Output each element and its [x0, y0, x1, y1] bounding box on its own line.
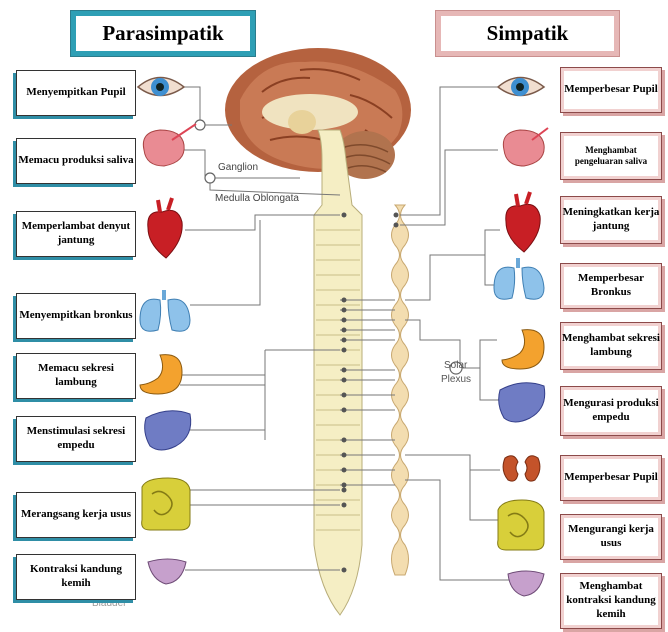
left-effect-intestine: Merangsang kerja usus	[16, 492, 136, 538]
right-effect-bronchus: Memperbesar Bronkus	[560, 263, 662, 309]
left-effect-bladder: Kontraksi kandung kemih	[16, 554, 136, 600]
solar-label: Solar	[444, 360, 468, 371]
eye-icon	[138, 78, 184, 97]
left-effect-saliva: Memacu produksi saliva	[16, 138, 136, 184]
kidney-icon	[503, 456, 540, 481]
right-effect-heart: Meningkatkan kerja jantung	[560, 196, 662, 244]
eye-icon	[498, 78, 544, 97]
right-effect-kidney: Memperbesar Pupil	[560, 455, 662, 501]
parasympathetic-title: Parasimpatik	[76, 16, 250, 51]
liver-icon	[145, 411, 191, 450]
ganglion-label: Ganglion	[218, 162, 258, 173]
lungs-icon	[494, 258, 544, 299]
heart-icon	[148, 198, 182, 258]
brain-icon	[225, 48, 411, 179]
bladder-icon	[508, 571, 544, 596]
salivary-gland-icon	[503, 128, 548, 166]
salivary-gland-icon	[143, 124, 196, 166]
intestine-icon	[498, 500, 544, 550]
plexus-label: Plexus	[441, 374, 471, 385]
left-effect-bile: Menstimulasi sekresi empedu	[16, 416, 136, 462]
left-effect-stomach: Memacu sekresi lambung	[16, 353, 136, 399]
lungs-icon	[140, 290, 190, 331]
stomach-icon	[140, 355, 182, 394]
liver-icon	[499, 383, 545, 422]
left-effect-pupil: Menyempitkan Pupil	[16, 70, 136, 116]
medulla-label: Medulla Oblongata	[215, 193, 299, 204]
intestine-icon	[142, 478, 190, 530]
right-effect-saliva: Menghambat pengeluaran saliva	[560, 132, 662, 180]
right-effect-pupil: Memperbesar Pupil	[560, 67, 662, 113]
sympathetic-chain	[392, 205, 409, 575]
right-effect-bladder: Menghambat kontraksi kandung kemih	[560, 573, 662, 629]
heart-icon	[506, 192, 540, 252]
spinal-cord	[314, 130, 362, 615]
sympathetic-title: Simpatik	[441, 16, 614, 51]
stomach-icon	[502, 330, 544, 369]
right-effect-intestine: Mengurangi kerja usus	[560, 514, 662, 560]
sympathetic-header: Simpatik	[435, 10, 620, 57]
left-effect-heart: Memperlambat denyut jantung	[16, 211, 136, 257]
right-effect-stomach: Menghambat sekresi lambung	[560, 322, 662, 370]
left-effect-bronchus: Menyempitkan bronkus	[16, 293, 136, 339]
parasympathetic-header: Parasimpatik	[70, 10, 256, 57]
bladder-icon	[148, 559, 186, 584]
right-effect-bile: Mengurasi produksi empedu	[560, 386, 662, 436]
